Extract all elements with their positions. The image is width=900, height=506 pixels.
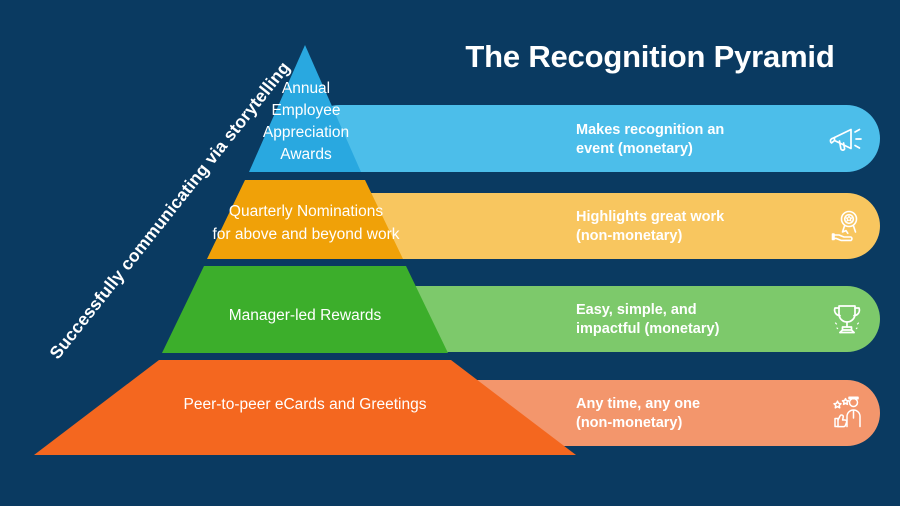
benefit-bar-tier-4-text: Any time, any one(non-monetary) <box>576 396 701 431</box>
trophy-icon <box>824 296 870 342</box>
megaphone-icon <box>824 116 870 162</box>
pyramid-tier-3-label: Manager-led Rewards <box>228 307 382 324</box>
award-in-hand-icon <box>824 203 870 249</box>
pyramid-tier-4-label: Peer-to-peer eCards and Greetings <box>183 396 427 413</box>
pyramid-tier-2-label: Quarterly Nominations for above and beyo… <box>212 203 400 243</box>
person-thumbs-up-stars-icon <box>824 390 870 436</box>
benefit-bar-tier-2-text: Highlights great work(non-monetary) <box>576 209 725 244</box>
page-title: The Recognition Pyramid <box>465 39 835 74</box>
pyramid-tier-1-label: Annual Employee Appreciation Awards <box>262 80 350 163</box>
